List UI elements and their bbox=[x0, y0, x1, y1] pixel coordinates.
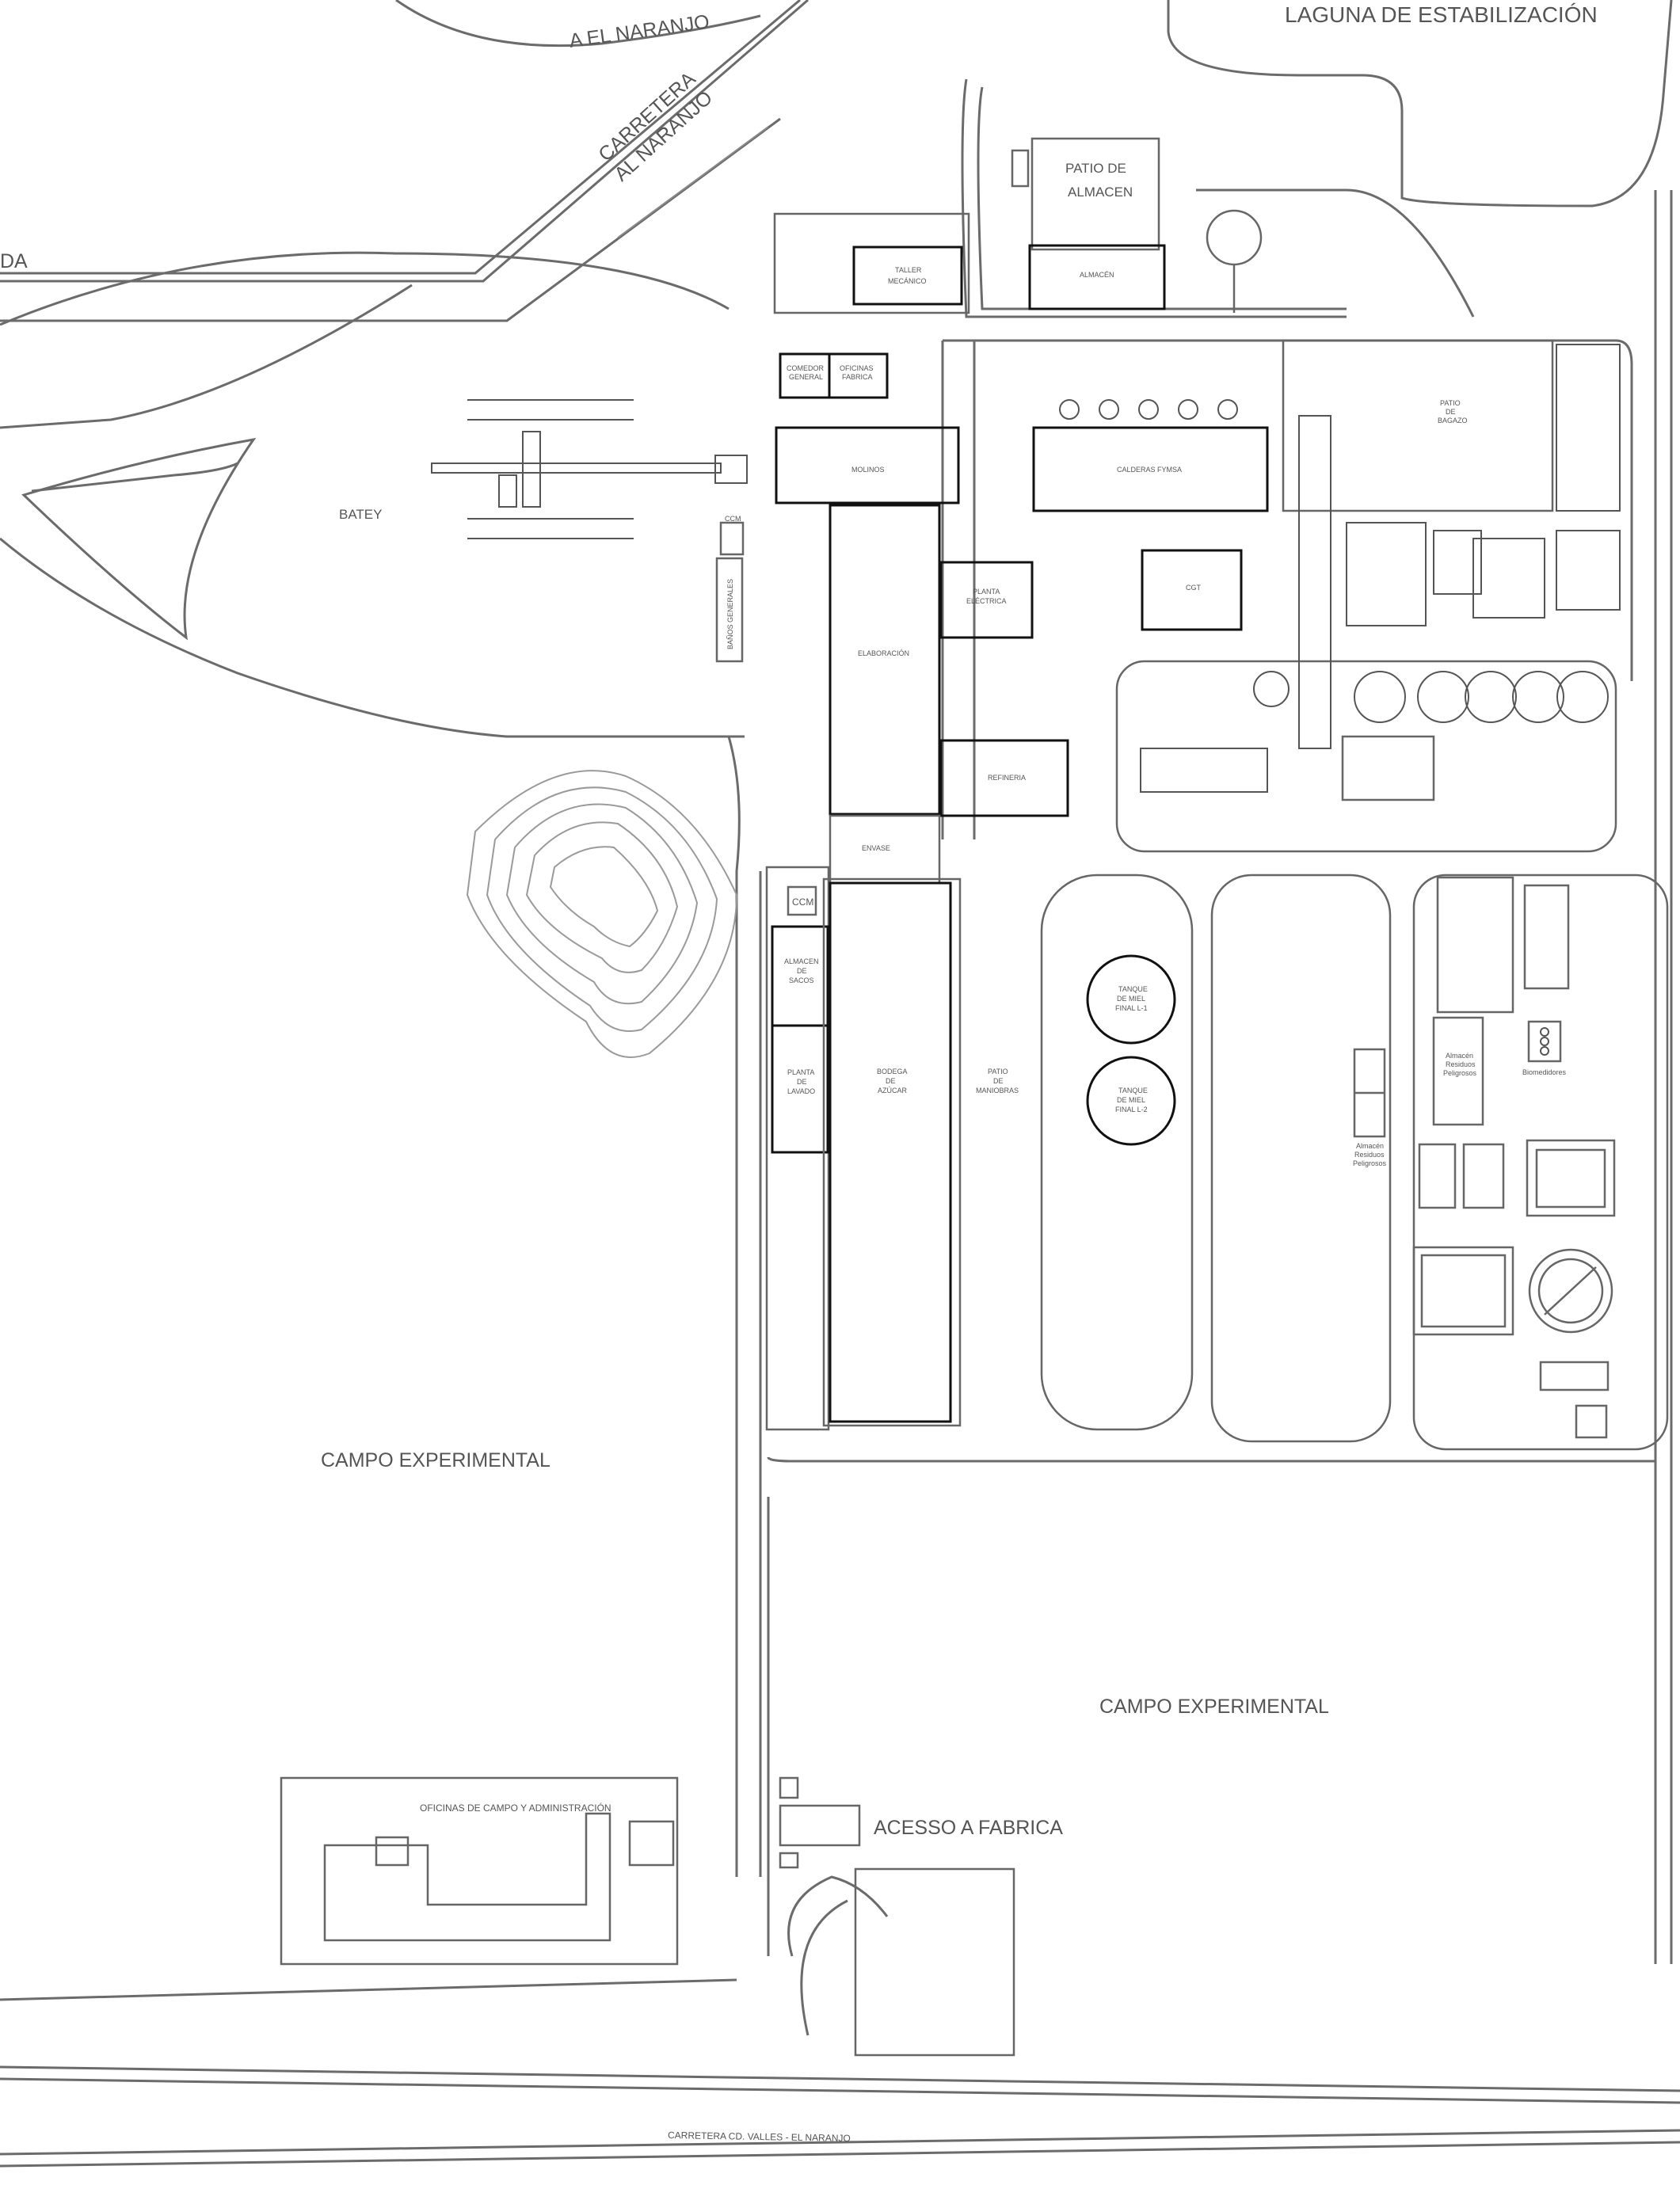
label-residuos-1: Almacén bbox=[1446, 1052, 1473, 1060]
label-almacen-sacos-3: SACOS bbox=[789, 976, 814, 984]
label-laguna: LAGUNA DE ESTABILIZACIÓN bbox=[1285, 2, 1598, 27]
label-planta-electrica-1: PLANTA bbox=[973, 588, 1000, 596]
label-taller-1: TALLER bbox=[895, 266, 922, 274]
label-a-el-naranjo: A EL NARANJO bbox=[568, 10, 710, 52]
label-tanque2-3: FINAL L-2 bbox=[1115, 1106, 1148, 1113]
label-bodega-2: DE bbox=[886, 1077, 896, 1085]
label-patio-maniobras-2: DE bbox=[993, 1077, 1004, 1085]
label-patio-bagazo-3: BAGAZO bbox=[1438, 417, 1468, 424]
label-oficinas-fabrica-2: FABRICA bbox=[842, 373, 873, 381]
label-carretera-valles: CARRETERA CD. VALLES - EL NARANJO bbox=[668, 2130, 851, 2144]
label-patio-almacen-2: ALMACEN bbox=[1068, 185, 1133, 200]
label-tanque1-3: FINAL L-1 bbox=[1115, 1004, 1148, 1012]
label-batey: BATEY bbox=[339, 507, 382, 522]
label-planta-electrica-2: ELÉCTRICA bbox=[966, 597, 1007, 605]
label-patio-maniobras-3: MANIOBRAS bbox=[976, 1087, 1019, 1094]
label-almacen-sacos-2: DE bbox=[797, 967, 807, 975]
label-envase: ENVASE bbox=[862, 844, 890, 852]
buildings bbox=[280, 137, 1669, 2057]
label-planta-lavado-2: DE bbox=[797, 1078, 807, 1086]
label-tanque2-1: TANQUE bbox=[1118, 1087, 1148, 1094]
label-taller-2: MECÁNICO bbox=[888, 277, 927, 285]
label-tanque2-2: DE MIEL bbox=[1117, 1096, 1145, 1104]
label-campo-experimental-1: CAMPO EXPERIMENTAL bbox=[321, 1449, 550, 1471]
label-ccm-small: CCM bbox=[725, 515, 741, 523]
label-patio-maniobras-1: PATIO bbox=[988, 1068, 1008, 1075]
label-campo-experimental-2: CAMPO EXPERIMENTAL bbox=[1099, 1696, 1329, 1718]
label-calderas: CALDERAS FYMSA bbox=[1117, 466, 1182, 474]
label-patio-bagazo-2: DE bbox=[1446, 408, 1456, 416]
label-almacen: ALMACÉN bbox=[1080, 271, 1114, 279]
labels: LAGUNA DE ESTABILIZACIÓN A EL NARANJO CA… bbox=[0, 2, 1598, 2144]
label-bodega-1: BODEGA bbox=[877, 1068, 908, 1075]
label-residuos-3: Peligrosos bbox=[1443, 1069, 1477, 1077]
label-cgt: CGT bbox=[1186, 584, 1202, 592]
label-molinos: MOLINOS bbox=[851, 466, 885, 474]
label-residuos-b-1: Almacén bbox=[1356, 1142, 1384, 1150]
label-comedor-1: COMEDOR bbox=[787, 364, 825, 372]
label-tanque1-1: TANQUE bbox=[1118, 985, 1148, 993]
label-biomedidores: Biomedidores bbox=[1522, 1068, 1567, 1076]
label-bodega-3: AZÚCAR bbox=[878, 1087, 908, 1094]
label-residuos-b-2: Residuos bbox=[1354, 1151, 1385, 1159]
label-comedor-2: GENERAL bbox=[789, 373, 823, 381]
label-planta-lavado-3: LAVADO bbox=[787, 1087, 815, 1095]
label-residuos-2: Residuos bbox=[1446, 1060, 1476, 1068]
label-ccm: CCM bbox=[792, 896, 813, 908]
label-banos: BAÑOS GENERALES bbox=[726, 579, 734, 649]
label-elaboracion: ELABORACIÓN bbox=[858, 649, 909, 657]
label-da: DA bbox=[0, 250, 28, 272]
label-residuos-b-3: Peligrosos bbox=[1353, 1159, 1387, 1167]
label-planta-lavado-1: PLANTA bbox=[787, 1068, 814, 1076]
contour-mound bbox=[466, 770, 738, 1058]
label-refineria: REFINERIA bbox=[988, 774, 1026, 782]
label-tanque1-2: DE MIEL bbox=[1117, 995, 1145, 1003]
label-oficinas-fabrica-1: OFICINAS bbox=[840, 364, 874, 372]
label-almacen-sacos-1: ALMACEN bbox=[784, 957, 819, 965]
label-patio-almacen-1: PATIO DE bbox=[1065, 161, 1126, 176]
label-oficinas-campo: OFICINAS DE CAMPO Y ADMINISTRACIÓN bbox=[420, 1802, 611, 1814]
label-patio-bagazo-1: PATIO bbox=[1440, 399, 1461, 407]
label-acceso: ACESSO A FABRICA bbox=[874, 1817, 1063, 1839]
laguna-outline bbox=[1167, 0, 1673, 207]
